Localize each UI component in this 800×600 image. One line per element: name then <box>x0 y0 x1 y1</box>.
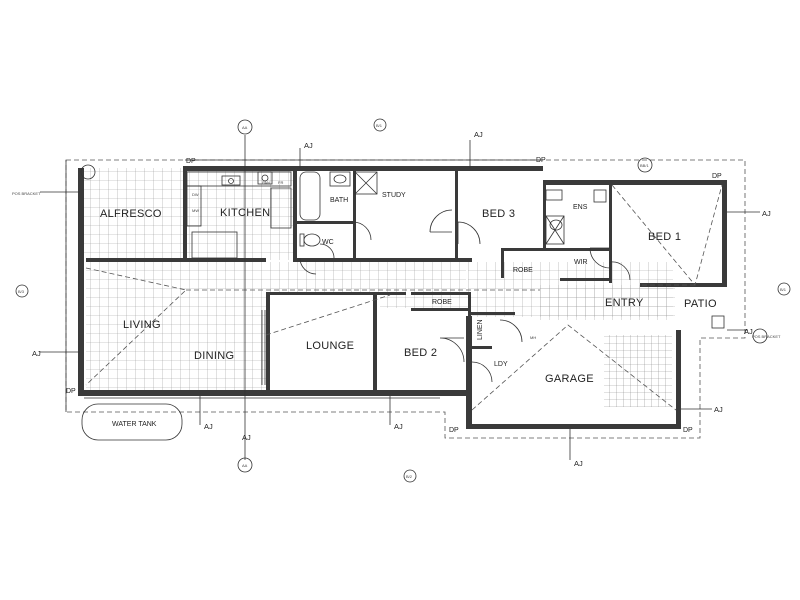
room-label-robe-2: ROBE <box>432 299 452 306</box>
marker-dp-1: DP <box>186 158 196 165</box>
marker-aj-10: AJ <box>242 433 251 442</box>
marker-aj-8: AJ <box>204 422 213 431</box>
room-label-lounge: LOUNGE <box>306 340 354 352</box>
section-b1-top: B/1 <box>376 123 383 128</box>
dimension-lines <box>40 135 760 460</box>
room-label-robe-1: ROBE <box>513 267 533 274</box>
section-bb: BB/1 <box>640 163 649 168</box>
tiled-floors <box>80 168 675 407</box>
marker-aj-6: AJ <box>714 405 723 414</box>
room-label-bed1: BED 1 <box>648 231 681 243</box>
section-aa-bottom: AA <box>242 463 248 468</box>
room-label-bed3: BED 3 <box>482 208 515 220</box>
marker-aj-4: AJ <box>762 209 771 218</box>
marker-dp-2: DP <box>536 157 546 164</box>
room-label-bath: BATH <box>330 197 348 204</box>
lounge-hatch <box>261 310 266 385</box>
room-label-wc: WC <box>322 239 334 246</box>
marker-dp-6: DP <box>683 427 693 434</box>
pos-bracket-label-right: POS BRACKET <box>752 334 781 339</box>
room-label-ldy: LDY <box>494 361 508 368</box>
room-label-linen: LINEN <box>477 319 484 340</box>
section-aa-top: AA <box>242 125 248 130</box>
fixture-fr: FR <box>278 180 283 185</box>
kitchen-fixtures <box>186 171 292 259</box>
eave-outline <box>65 159 746 439</box>
room-label-kitchen: KITCHEN <box>220 207 270 219</box>
room-label-dining: DINING <box>194 350 234 362</box>
room-label-living: LIVING <box>123 319 161 331</box>
section-b1-right: B/1 <box>780 287 787 292</box>
marker-aj-1: AJ <box>304 141 313 150</box>
room-label-patio: PATIO <box>684 298 717 310</box>
pos-bracket-label-left: POS BRACKET <box>12 191 41 196</box>
marker-aj-9: AJ <box>394 422 403 431</box>
marker-dp-5: DP <box>449 427 459 434</box>
marker-dp-4: DP <box>66 388 76 395</box>
room-label-alfresco: ALFRESCO <box>100 208 162 220</box>
door-swings <box>299 209 631 383</box>
room-label-bed2: BED 2 <box>404 347 437 359</box>
bathroom-fixtures <box>299 171 607 247</box>
room-label-wir: WIR <box>574 259 588 266</box>
room-label-entry: ENTRY <box>605 297 644 309</box>
room-label-study: STUDY <box>382 192 406 199</box>
marker-aj-5: AJ <box>744 327 753 336</box>
room-label-ens: ENS <box>573 204 588 211</box>
water-tank-label: WATER TANK <box>112 421 157 428</box>
interior-walls <box>86 168 612 394</box>
marker-aj-3: AJ <box>32 349 41 358</box>
section-bubbles <box>15 118 791 483</box>
section-b3-left: B/3 <box>18 289 25 294</box>
room-label-garage: GARAGE <box>545 373 594 385</box>
marker-aj-7: AJ <box>574 459 583 468</box>
fixture-mh: MH <box>530 335 536 340</box>
marker-dp-3: DP <box>712 173 722 180</box>
fixture-dw: DW <box>192 192 199 197</box>
section-b2-bottom: B/2 <box>406 474 413 479</box>
fixture-pan: PAN <box>262 180 270 185</box>
marker-aj-2: AJ <box>474 130 483 139</box>
fixture-mw: MW <box>192 208 199 213</box>
water-tank <box>81 403 183 441</box>
